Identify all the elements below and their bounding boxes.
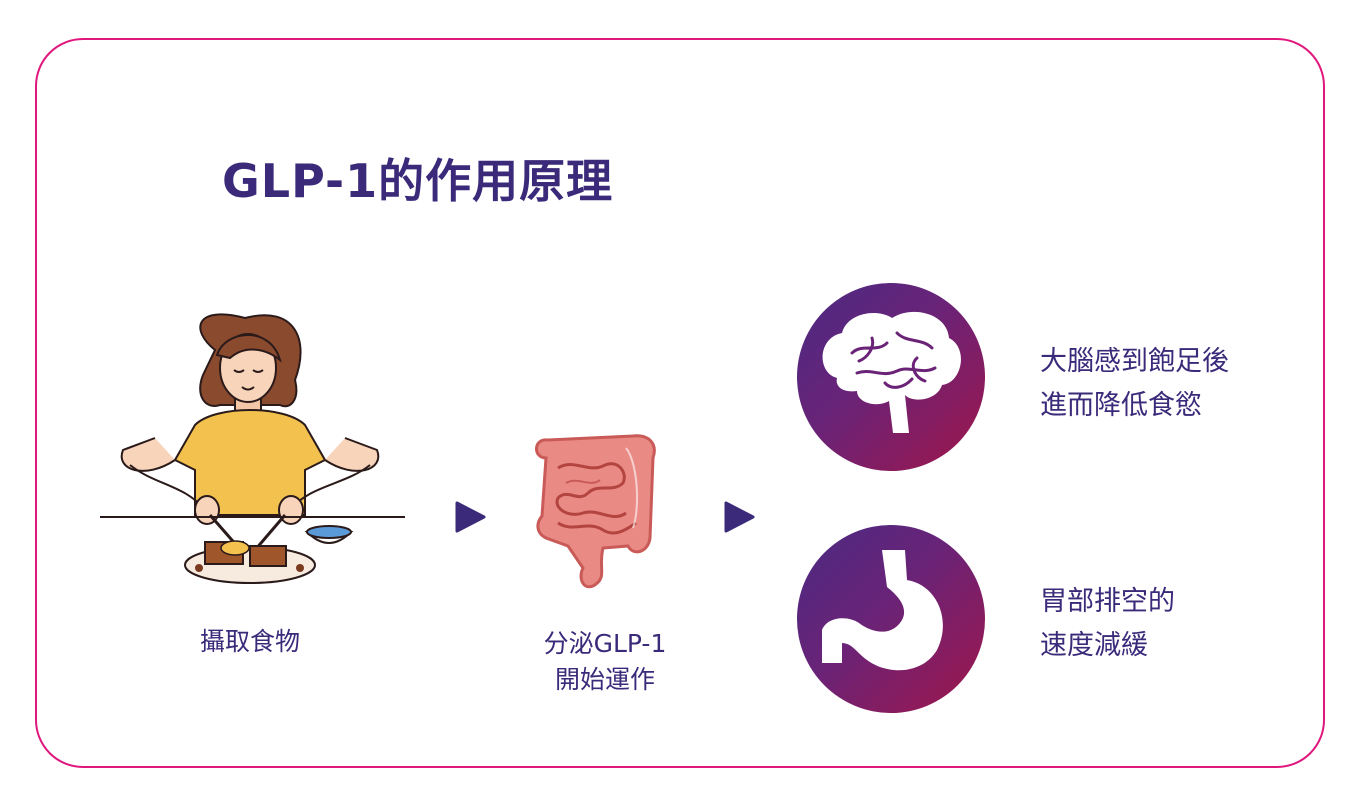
stomach-icon-circle	[797, 525, 985, 713]
card-frame	[35, 38, 1325, 768]
brain-icon-circle	[797, 283, 985, 471]
step-glp1-label: 分泌GLP-1 開始運作	[520, 626, 690, 698]
arrow-right-icon	[722, 500, 756, 534]
step-eat-label: 攝取食物	[199, 627, 300, 656]
brain-icon	[822, 311, 961, 433]
arrow-right-icon	[453, 500, 487, 534]
woman-eating-icon	[95, 310, 410, 590]
effect-stomach-line1: 胃部排空的	[1040, 586, 1175, 617]
step-glp1-line1: 分泌GLP-1	[543, 629, 667, 658]
effect-brain-line1: 大腦感到飽足後	[1040, 346, 1229, 377]
effect-stomach-line2: 速度減緩	[1040, 630, 1148, 661]
intestine-icon	[528, 428, 663, 593]
effect-brain-label: 大腦感到飽足後 進而降低食慾	[1040, 340, 1229, 428]
stomach-icon	[822, 550, 943, 671]
effect-brain-line2: 進而降低食慾	[1040, 390, 1202, 421]
page-title: GLP-1的作用原理	[222, 154, 614, 208]
effect-stomach-label: 胃部排空的 速度減緩	[1040, 580, 1175, 668]
step-glp1-line2: 開始運作	[554, 665, 655, 694]
